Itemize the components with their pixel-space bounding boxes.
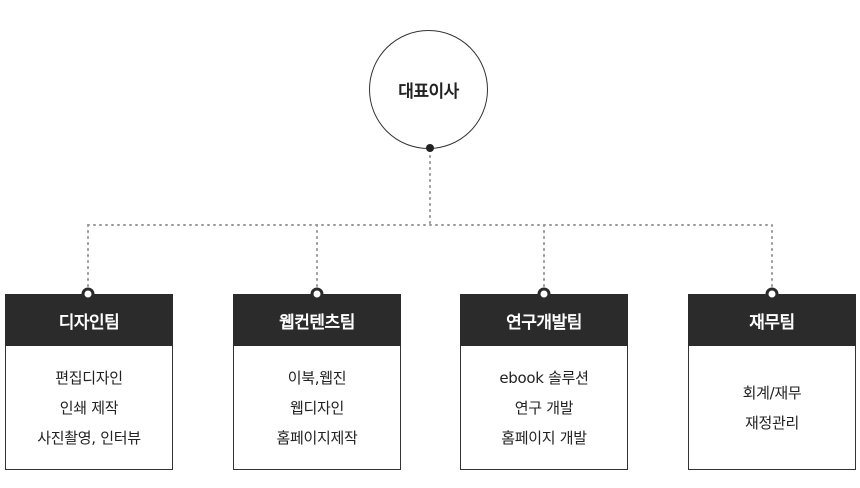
team-name: 재무팀 — [749, 312, 795, 333]
team-design: 디자인팀 편집디자인 인쇄 제작 사진촬영, 인터뷰 — [5, 294, 173, 470]
duty-item: 홈페이지제작 — [276, 428, 358, 447]
team-header: 연구개발팀 — [460, 294, 628, 346]
duty-item: 재정관리 — [744, 413, 799, 432]
team-rnd: 연구개발팀 ebook 솔루션 연구 개발 홈페이지 개발 — [460, 294, 628, 470]
duty-item: 연구 개발 — [514, 398, 574, 417]
duty-item: 사진촬영, 인터뷰 — [37, 428, 141, 447]
duty-item: ebook 솔루션 — [499, 368, 589, 387]
team-header: 디자인팀 — [5, 294, 173, 346]
team-name: 웹컨텐츠팀 — [279, 312, 355, 333]
duty-item: 홈페이지 개발 — [501, 428, 587, 447]
team-connector-dot — [537, 287, 551, 301]
team-name: 연구개발팀 — [506, 312, 582, 333]
team-header: 웹컨텐츠팀 — [233, 294, 401, 346]
ceo-node: 대표이사 — [369, 30, 488, 149]
duty-item: 인쇄 제작 — [59, 398, 119, 417]
team-finance: 재무팀 회계/재무 재정관리 — [688, 294, 856, 470]
team-header: 재무팀 — [688, 294, 856, 346]
team-duties: 이북,웹진 웹디자인 홈페이지제작 — [233, 346, 401, 470]
team-connector-dot — [81, 287, 95, 301]
team-connector-dot — [310, 287, 324, 301]
duty-item: 편집디자인 — [55, 368, 123, 387]
team-name: 디자인팀 — [58, 312, 120, 333]
duty-item: 회계/재무 — [742, 383, 802, 402]
duty-item: 웹디자인 — [289, 398, 344, 417]
ceo-connector-dot — [426, 144, 434, 152]
ceo-label: 대표이사 — [398, 82, 459, 102]
duty-item: 이북,웹진 — [287, 368, 347, 387]
team-duties: ebook 솔루션 연구 개발 홈페이지 개발 — [460, 346, 628, 470]
team-connector-dot — [765, 287, 779, 301]
team-web-contents: 웹컨텐츠팀 이북,웹진 웹디자인 홈페이지제작 — [233, 294, 401, 470]
team-duties: 편집디자인 인쇄 제작 사진촬영, 인터뷰 — [5, 346, 173, 470]
team-duties: 회계/재무 재정관리 — [688, 346, 856, 470]
